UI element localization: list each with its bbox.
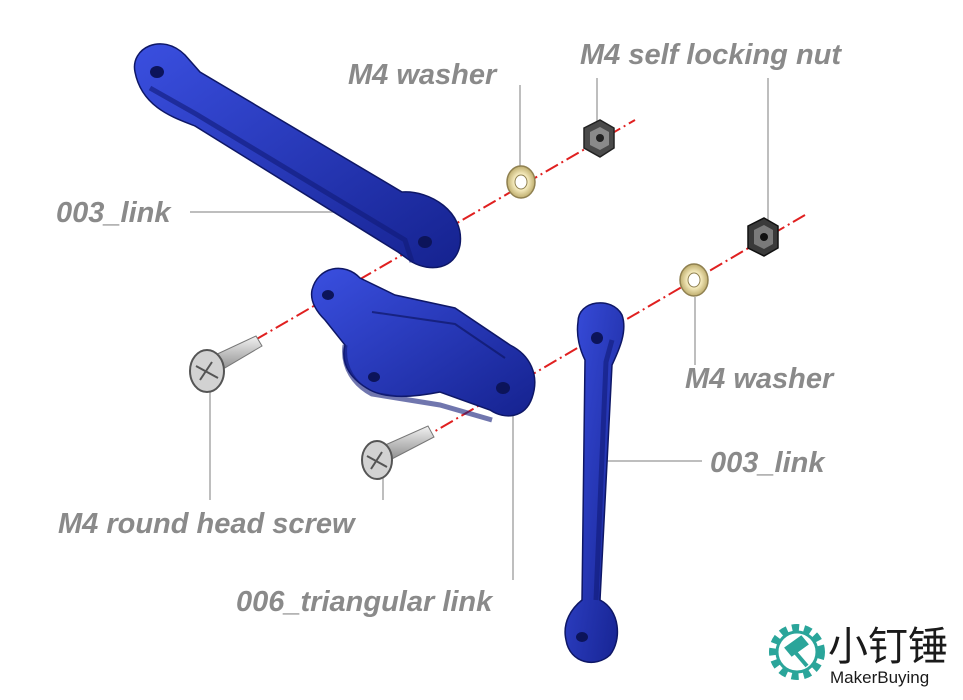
label-003-link-left: 003_link — [56, 197, 172, 229]
link-003-right — [564, 302, 625, 663]
triangular-link-rim — [371, 311, 506, 359]
triangular-link-hole-c — [496, 382, 510, 394]
label-m4-washer-right: M4 washer — [685, 363, 835, 395]
label-006-triangular-link: 006_triangular link — [236, 586, 494, 618]
m4-washer-right — [679, 263, 709, 297]
link-003-right-hole-b — [576, 632, 588, 642]
screw-upper-slot — [195, 361, 219, 381]
link-003-upper-body — [133, 43, 462, 269]
gear-icon — [769, 624, 825, 680]
hammer-icon — [784, 635, 809, 668]
brand-name-cn: 小钉锤 — [828, 624, 948, 670]
link-003-right-hole-a — [591, 332, 603, 344]
washer-top-hole — [514, 174, 528, 190]
brand-logo: 小钉锤 MakerBuying — [769, 624, 948, 687]
m4-screw-upper — [189, 335, 263, 393]
nut-top-hole — [596, 134, 604, 142]
link-003-upper-hole-b — [418, 236, 432, 248]
m4-screw-lower — [361, 425, 435, 480]
link-003-upper-edge — [148, 85, 415, 263]
triangular-link-side — [342, 344, 493, 423]
triangular-link-hole-a — [322, 290, 334, 300]
triangular-link-006 — [310, 267, 536, 423]
brand-name-en: MakerBuying — [830, 668, 929, 687]
label-m4-self-locking-nut: M4 self locking nut — [580, 39, 842, 71]
label-m4-round-head-screw: M4 round head screw — [58, 508, 357, 540]
link-003-right-edge — [593, 339, 615, 601]
washer-right-hole — [687, 272, 701, 288]
label-m4-washer-top: M4 washer — [348, 59, 498, 91]
leader-lines — [190, 78, 769, 580]
link-003-upper — [133, 43, 462, 269]
m4-nut-right — [747, 217, 779, 257]
triangular-link-hole-b — [368, 372, 380, 382]
m4-washer-top — [506, 165, 536, 199]
label-003-link-right: 003_link — [710, 447, 826, 479]
nut-right-hole — [760, 233, 768, 241]
link-003-upper-hole-a — [150, 66, 164, 78]
link-003-right-body — [564, 302, 625, 663]
screw-lower-slot — [366, 451, 388, 470]
m4-nut-top — [583, 119, 615, 158]
